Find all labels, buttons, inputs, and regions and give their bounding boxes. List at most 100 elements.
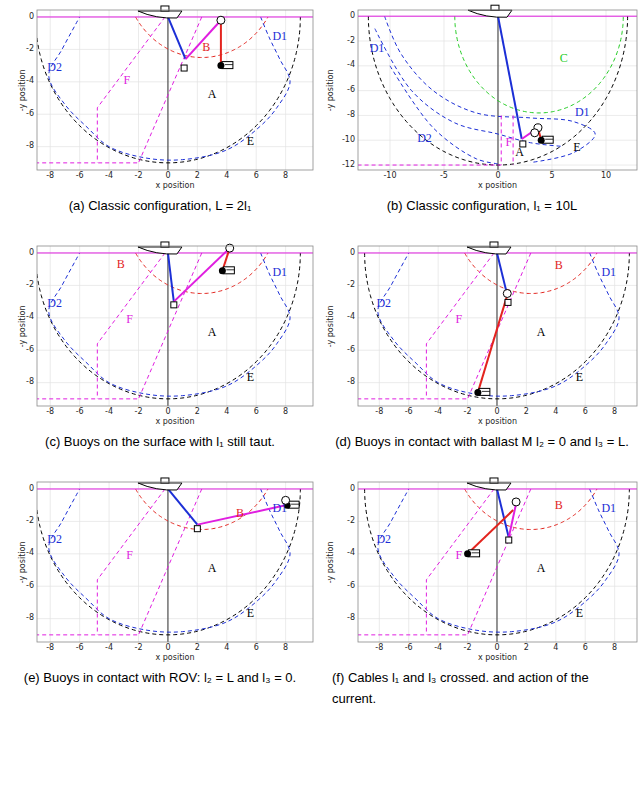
axis-tick-label: -8: [375, 644, 383, 653]
axis-tick-label: -8: [347, 111, 355, 120]
axis-tick-label: 6: [583, 408, 588, 417]
region-label: D1: [370, 42, 385, 55]
ship-cabin: [491, 5, 499, 10]
grid-line: [197, 246, 198, 406]
region-f-boundary: [37, 162, 139, 163]
vertical-axis: [167, 253, 168, 406]
region-label: D2: [47, 61, 62, 74]
axis-tick-label: -6: [26, 346, 34, 355]
region-f-boundary: [97, 253, 165, 399]
region-label: E: [576, 607, 583, 620]
region-label: B: [202, 41, 210, 54]
axis-tick-label: 2: [524, 408, 529, 417]
axis-tick-label: -8: [46, 408, 54, 417]
axis-tick-label: -6: [76, 408, 84, 417]
buoy: [226, 244, 234, 252]
region-f-boundary: [513, 115, 514, 165]
rov-detail: [291, 504, 299, 505]
reach-circle: [37, 489, 300, 635]
cable: [522, 128, 538, 139]
axis-tick-label: 0: [350, 12, 355, 21]
region-f-boundary: [468, 489, 531, 635]
axis-title: x position: [156, 418, 195, 427]
axis-tick-label: 0: [165, 408, 170, 417]
reach-circle: [37, 253, 300, 399]
region-c-boundary: [455, 16, 624, 113]
cable: [509, 504, 516, 538]
region-f-boundary: [97, 17, 165, 163]
region-label: D1: [272, 30, 287, 43]
grid-line: [408, 482, 409, 642]
vertical-axis: [497, 16, 498, 170]
plot-area: [37, 10, 313, 170]
axis-tick-label: 4: [224, 408, 229, 417]
buoy: [503, 289, 511, 297]
axis-tick-label: 0: [165, 644, 170, 653]
cable: [168, 489, 197, 525]
region-label: D1: [601, 266, 616, 279]
axis-tick-label: -2: [464, 408, 472, 417]
cable: [168, 17, 186, 59]
axis-tick-label: 0: [494, 644, 499, 653]
region-label: D1: [272, 502, 287, 515]
axis-tick-label: 2: [195, 172, 200, 181]
region-d-boundary: [378, 489, 619, 632]
axis-tick-label: 2: [195, 644, 200, 653]
axis-title: -y position: [328, 305, 337, 347]
ballast-weight: [505, 299, 511, 305]
axis-tick-label: 6: [254, 172, 259, 181]
grid-line: [138, 10, 139, 170]
axis-title: -y position: [19, 541, 28, 583]
rov-detail: [226, 269, 234, 270]
vertical-axis: [496, 489, 497, 642]
axis-tick-label: 10: [601, 172, 611, 181]
region-label: A: [537, 562, 546, 575]
axis-tick-label: -8: [46, 644, 54, 653]
ballast-weight: [506, 537, 512, 543]
region-label: D1: [575, 106, 590, 119]
axis-tick-label: -8: [46, 172, 54, 181]
axis-tick-label: 0: [494, 408, 499, 417]
ballast-weight: [181, 65, 187, 71]
axis-tick-label: -8: [26, 142, 34, 151]
region-label: E: [576, 371, 583, 384]
axis-tick-label: -4: [434, 644, 442, 653]
reach-circle: [365, 253, 630, 399]
ship-hull: [467, 483, 511, 490]
axis-tick-label: -8: [26, 614, 34, 623]
axis-tick-label: 4: [553, 408, 558, 417]
plot-area: [358, 10, 637, 170]
cable: [174, 248, 230, 301]
region-label: A: [537, 326, 546, 339]
axis-title: -y position: [19, 305, 28, 347]
axis-title: -y position: [328, 541, 337, 583]
buoy: [531, 129, 539, 137]
region-label: E: [247, 371, 254, 384]
rov-detail: [225, 64, 233, 65]
axis-title: x position: [478, 418, 517, 427]
axis-tick-label: -6: [76, 172, 84, 181]
region-f-boundary: [139, 253, 202, 399]
grid-line: [37, 521, 313, 522]
grid-line: [37, 285, 313, 286]
axis-tick-label: -6: [405, 644, 413, 653]
grid-line: [167, 482, 168, 642]
rov-detail: [545, 139, 553, 140]
axis-tick-label: -2: [135, 172, 143, 181]
region-d-boundary: [385, 16, 596, 162]
region-label: D2: [47, 533, 62, 546]
plot-panel: [28, 242, 313, 406]
axis-tick-label: -6: [347, 582, 355, 591]
axis-title: x position: [478, 182, 517, 191]
axis-tick-label: 5: [549, 172, 554, 181]
region-label: B: [555, 259, 563, 272]
region-f-boundary: [358, 165, 501, 166]
grid-line: [467, 482, 468, 642]
grid-line: [497, 10, 498, 170]
rov-attachment: [219, 267, 226, 274]
grid-line: [50, 482, 51, 642]
region-label: D2: [376, 297, 391, 310]
ship-hull: [138, 11, 182, 18]
axis-tick-label: 4: [224, 172, 229, 181]
axis-tick-label: -5: [440, 172, 448, 181]
